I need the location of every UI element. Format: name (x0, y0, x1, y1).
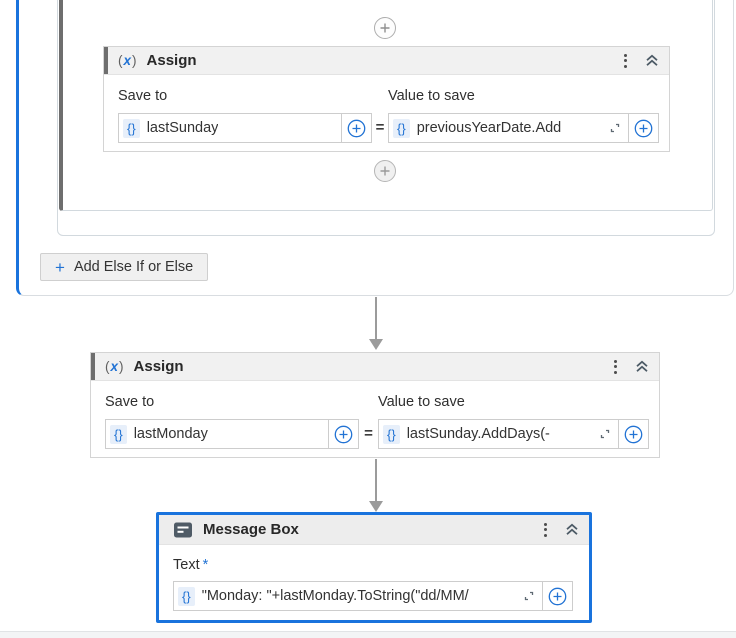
value-to-save-label: Value to save (378, 394, 465, 410)
assign-activity-bottom[interactable]: (x) Assign Save to {} lastMonday (90, 352, 660, 458)
value-to-save-value: lastSunday.AddDays(- (406, 426, 550, 442)
message-text-input[interactable]: {} "Monday: "+lastMonday.ToString("dd/MM… (173, 581, 543, 611)
assign-top-header[interactable]: (x) Assign (104, 47, 669, 75)
value-to-save-label: Value to save (388, 88, 475, 104)
expression-chip-icon: {} (123, 118, 140, 138)
equals-sign: = (364, 425, 373, 442)
header-accent-bar (91, 353, 95, 380)
assign-fx-icon: (x) (118, 53, 137, 68)
save-to-value: lastMonday (133, 426, 208, 442)
value-to-save-input[interactable]: {} lastSunday.AddDays(- (378, 419, 619, 449)
connector-arrow-line (375, 297, 377, 339)
message-box-activity[interactable]: Message Box Text* {} "Monday: "+lastMond… (156, 512, 592, 623)
open-editor-icon[interactable] (519, 590, 535, 602)
value-to-save-input[interactable]: {} previousYearDate.Add (388, 113, 629, 143)
open-editor-icon[interactable] (595, 428, 611, 440)
save-to-label: Save to (105, 394, 155, 410)
save-to-label: Save to (118, 88, 168, 104)
save-to-input[interactable]: {} lastSunday (118, 113, 342, 143)
assign-activity-top[interactable]: (x) Assign Save to {} lastSunday (103, 46, 670, 152)
header-accent-bar (104, 47, 108, 74)
activity-title: Assign (133, 358, 184, 375)
activity-title: Assign (146, 52, 197, 69)
expression-chip-icon: {} (110, 424, 127, 444)
text-label: Text (173, 557, 200, 573)
assign-bottom-header[interactable]: (x) Assign (91, 353, 659, 381)
save-to-value: lastSunday (146, 120, 219, 136)
add-activity-button[interactable] (374, 160, 396, 182)
value-plus-button[interactable] (618, 419, 649, 449)
activity-title: Message Box (203, 521, 299, 538)
text-plus-button[interactable] (542, 581, 573, 611)
assign-fx-icon: (x) (105, 359, 124, 374)
equals-sign: = (375, 119, 385, 136)
value-to-save-value: previousYearDate.Add (416, 120, 562, 136)
collapse-icon[interactable] (565, 523, 579, 536)
more-options-icon[interactable] (542, 521, 549, 539)
message-text-value: "Monday: "+lastMonday.ToString("dd/MM/ (201, 588, 469, 604)
collapse-icon[interactable] (635, 360, 649, 373)
horizontal-scrollbar-track[interactable] (0, 631, 736, 638)
save-to-input[interactable]: {} lastMonday (105, 419, 329, 449)
save-to-plus-button[interactable] (328, 419, 359, 449)
message-box-header[interactable]: Message Box (159, 515, 589, 545)
connector-arrow-line (375, 459, 377, 501)
collapse-icon[interactable] (645, 54, 659, 67)
save-to-plus-button[interactable] (341, 113, 372, 143)
add-else-if-or-else-button[interactable]: + Add Else If or Else (40, 253, 209, 281)
add-else-button-label: Add Else If or Else (73, 259, 194, 275)
more-options-icon[interactable] (612, 358, 619, 376)
expression-chip-icon: {} (178, 586, 195, 606)
plus-circle-icon (379, 22, 391, 34)
add-activity-button[interactable] (374, 17, 396, 39)
value-plus-button[interactable] (628, 113, 659, 143)
open-editor-icon[interactable] (605, 122, 621, 134)
connector-arrow-head (369, 501, 383, 512)
expression-chip-icon: {} (393, 118, 410, 138)
more-options-icon[interactable] (622, 52, 629, 70)
message-box-icon (173, 520, 193, 540)
required-marker: * (202, 557, 209, 573)
connector-arrow-head (369, 339, 383, 350)
plus-icon: + (55, 257, 65, 277)
plus-circle-icon (379, 165, 391, 177)
expression-chip-icon: {} (383, 424, 400, 444)
